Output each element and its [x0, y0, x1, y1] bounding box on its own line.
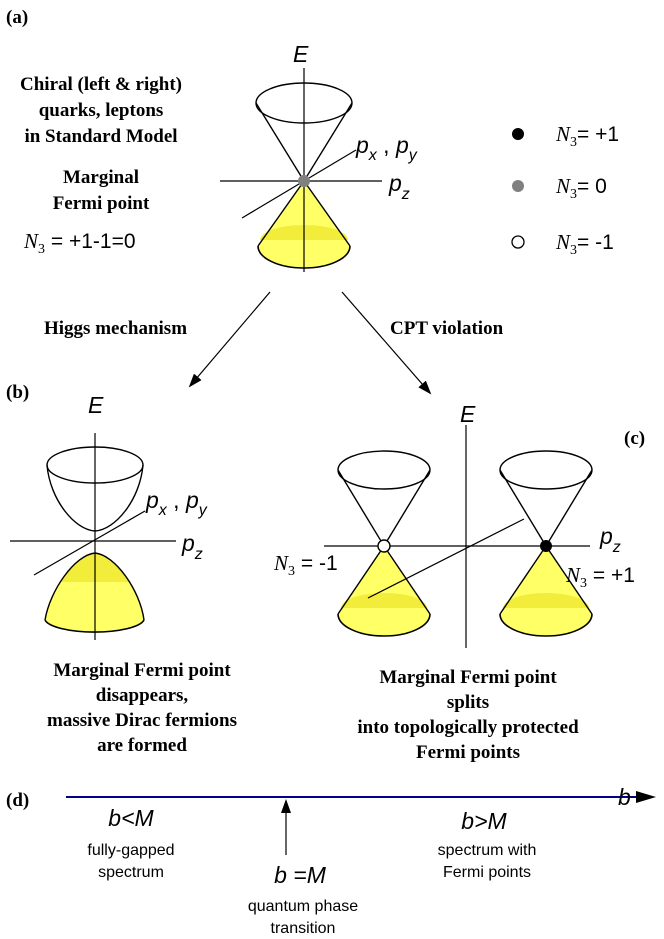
panel-d-axis-arrowhead — [636, 791, 656, 803]
panel-b-label: (b) — [6, 382, 29, 403]
panel-c-pz-label: pz — [599, 523, 621, 556]
panel-c-cones — [337, 450, 593, 637]
panel-b-caption-line3: massive Dirac fermions — [47, 710, 237, 731]
legend-entry-minus1: N3= -1 — [555, 230, 614, 258]
legend-marker-zero — [512, 180, 524, 192]
panel-c-E-label: E — [460, 401, 476, 427]
panel-a-desc-line2: quarks, leptons — [39, 100, 164, 121]
panel-a-desc-line3: in Standard Model — [24, 126, 177, 147]
legend-marker-minus1 — [511, 235, 525, 249]
panel-d-b-label: b — [618, 784, 631, 810]
panel-d-left-desc1: fully-gapped — [87, 842, 174, 859]
panel-d-mid-desc2: transition — [271, 920, 336, 937]
panel-c-n3-minus1-label: N3 = -1 — [273, 551, 338, 579]
panel-b-pxpy-label: px , py — [145, 487, 208, 519]
panel-c-caption-line4: Fermi points — [416, 742, 520, 763]
panel-c-pxpy-axis — [367, 518, 525, 599]
higgs-arrow — [188, 291, 271, 388]
panel-c-caption-line2: splits — [447, 692, 489, 713]
legend-entry-plus1: N3= +1 — [555, 122, 619, 150]
panel-a-E-label: E — [293, 41, 309, 67]
panel-a-pz-label: pz — [388, 170, 410, 203]
legend-marker-plus1 — [512, 128, 524, 140]
panel-d-right-label: b>M — [461, 808, 507, 834]
panel-d-label: (d) — [6, 790, 29, 811]
panel-a-pxpy-label: px , py — [355, 132, 418, 164]
legend: N3= +1 N3= 0 N3= -1 — [511, 122, 619, 258]
panel-b-caption-line2: disappears, — [96, 685, 189, 706]
cpt-arrow — [341, 291, 432, 395]
panel-a-marginal-fermi-point — [298, 175, 310, 187]
panel-d-right-desc2: Fermi points — [443, 864, 531, 881]
panel-c-caption-line3: into topologically protected — [357, 717, 579, 738]
legend-entry-zero: N3= 0 — [555, 174, 607, 202]
panel-d-mid-desc1: quantum phase — [248, 898, 358, 915]
panel-b-pxpy-axis — [33, 510, 146, 576]
panel-a-desc-line1: Chiral (left & right) — [20, 74, 182, 95]
panel-d-mid-label: b =M — [274, 862, 327, 888]
panel-c-label: (c) — [624, 428, 645, 449]
panel-d-right-desc1: spectrum with — [438, 842, 537, 859]
panel-c-fermi-point-minus1 — [377, 539, 391, 553]
panel-c-caption-line1: Marginal Fermi point — [379, 667, 557, 688]
panel-b-caption-line1: Marginal Fermi point — [53, 660, 231, 681]
panel-a-n3-label: N3 = +1-1=0 — [23, 229, 136, 257]
panel-a-marginal-line1: Marginal — [63, 167, 139, 188]
n3-subscript: 3 — [38, 242, 45, 257]
panel-c-fermi-point-plus1 — [540, 540, 552, 552]
n3-value: = +1-1=0 — [45, 230, 136, 253]
panel-c-n3-plus1-label: N3 = +1 — [565, 563, 635, 591]
panel-a-marginal-line2: Fermi point — [53, 193, 150, 214]
panel-d-left-desc2: spectrum — [98, 864, 164, 881]
panel-d-left-label: b<M — [108, 805, 154, 831]
cpt-violation-label: CPT violation — [390, 318, 504, 339]
panel-b-E-label: E — [88, 392, 104, 418]
n3-symbol: N — [23, 229, 39, 253]
panel-a-label: (a) — [6, 7, 28, 28]
higgs-mechanism-label: Higgs mechanism — [44, 318, 187, 339]
panel-b-pz-label: pz — [181, 530, 203, 563]
panel-b-caption-line4: are formed — [97, 735, 187, 756]
